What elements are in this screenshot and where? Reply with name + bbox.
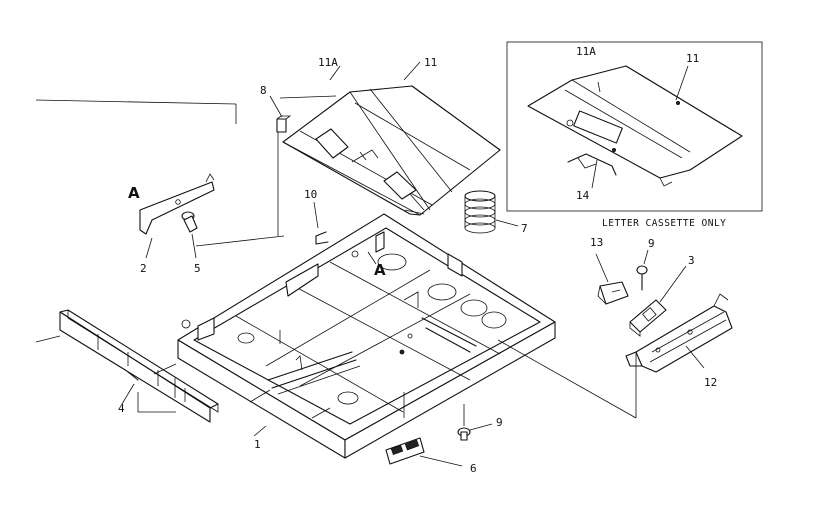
screw-part-9-top xyxy=(636,249,649,291)
label-plate-part-6 xyxy=(385,437,463,467)
callout-labels: 11A 11 11A 11 14 LETTER CASSETTE ONLY 8 … xyxy=(118,45,726,475)
callout-1: 1 xyxy=(254,438,261,451)
roller-part-5 xyxy=(181,211,198,259)
reference-a-bracket: A xyxy=(128,184,140,202)
bracket-part-2 xyxy=(139,173,215,259)
reference-a-tray: A xyxy=(374,261,386,279)
pin-part-8 xyxy=(269,95,292,133)
callout-4: 4 xyxy=(118,402,125,415)
callout-11-inset: 11 xyxy=(686,52,699,65)
inset-frame xyxy=(506,41,763,212)
tray-cover xyxy=(282,85,501,216)
callout-14: 14 xyxy=(576,189,590,202)
callout-8: 8 xyxy=(260,84,267,97)
callout-7: 7 xyxy=(521,222,528,235)
callout-3: 3 xyxy=(688,254,695,267)
inset-letter-cassette xyxy=(506,41,763,212)
callout-13: 13 xyxy=(590,236,603,249)
callout-9-top: 9 xyxy=(648,237,655,250)
leader-lines xyxy=(35,61,637,437)
holder-part-3 xyxy=(629,265,687,337)
callout-11a: 11A xyxy=(318,56,338,69)
inset-cover xyxy=(527,65,743,179)
cassette-tray xyxy=(177,213,556,459)
inset-part-14 xyxy=(567,153,617,176)
callout-5: 5 xyxy=(194,262,201,275)
callout-11a-inset: 11A xyxy=(576,45,596,58)
front-bezel xyxy=(59,309,219,423)
clip-part-10 xyxy=(313,201,329,245)
callout-9-bottom: 9 xyxy=(496,416,503,429)
screw-part-9-bottom xyxy=(457,404,493,441)
spring-part-7 xyxy=(464,190,519,234)
lever-part-13 xyxy=(595,253,629,305)
callout-11: 11 xyxy=(424,56,437,69)
callout-2: 2 xyxy=(140,262,147,275)
callout-12: 12 xyxy=(704,376,717,389)
inset-note: LETTER CASSETTE ONLY xyxy=(602,218,726,229)
side-rail-part-12 xyxy=(625,293,733,373)
callout-6: 6 xyxy=(470,462,477,475)
callout-10: 10 xyxy=(304,188,317,201)
